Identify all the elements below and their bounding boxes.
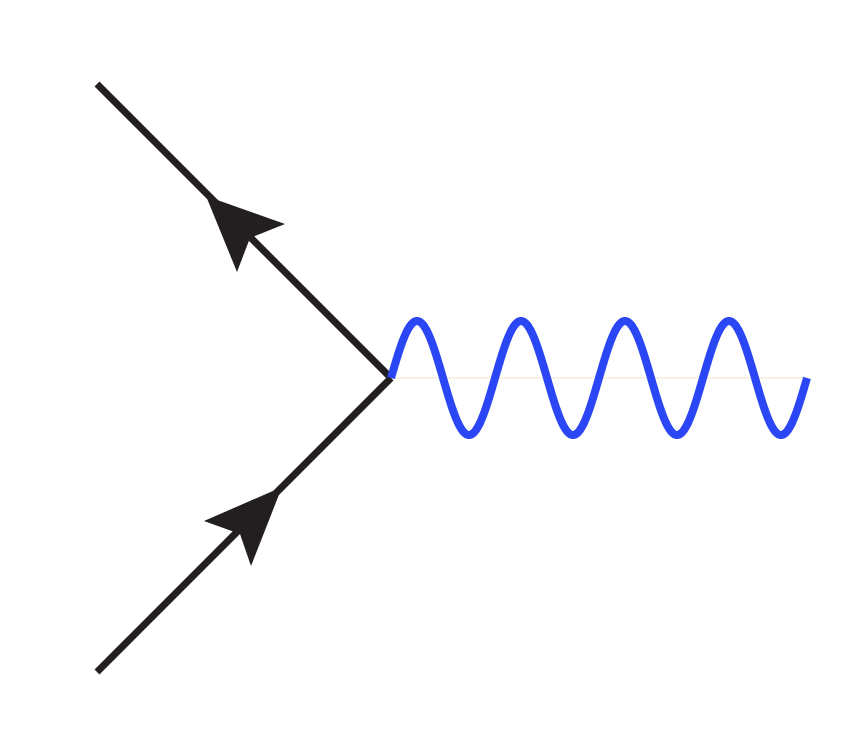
photon-wavy-line [387,317,811,439]
arrowhead-upper-icon [206,196,285,272]
arrowhead-lower-icon [204,487,282,566]
